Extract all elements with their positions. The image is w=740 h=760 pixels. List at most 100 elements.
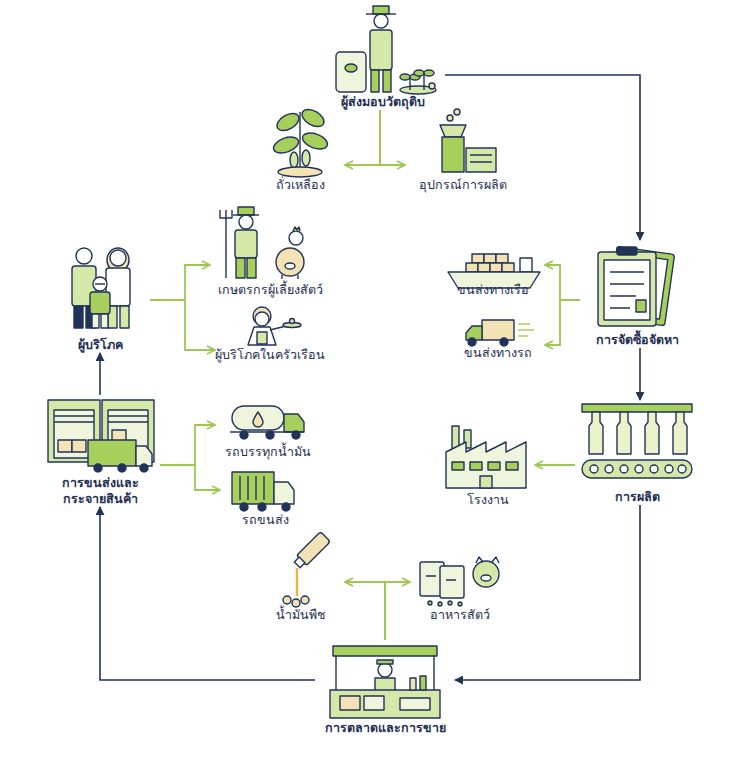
livestock-farmer-part bbox=[247, 258, 256, 278]
oil-bottle-part bbox=[301, 596, 309, 604]
procurement-clipboard-part bbox=[617, 247, 637, 255]
node-label: รถขนส่ง bbox=[242, 512, 289, 528]
family-figure-part bbox=[93, 277, 107, 291]
production-line-part bbox=[582, 460, 692, 478]
market-stall-part bbox=[340, 696, 360, 710]
production-line-part bbox=[617, 412, 631, 454]
livestock-farmer-part bbox=[220, 210, 232, 278]
supplier-figure-part bbox=[429, 83, 435, 89]
transport-truck-part bbox=[258, 503, 266, 511]
delivery-truck-part bbox=[500, 338, 508, 346]
oil-bottle bbox=[283, 532, 330, 607]
branch-arrow bbox=[385, 582, 410, 640]
animal-feed-part bbox=[481, 575, 491, 581]
node-label: ขนส่งทางเรือ bbox=[457, 282, 529, 298]
family-figure-part bbox=[74, 306, 83, 328]
node-label: การตลาดและการขาย bbox=[325, 720, 446, 736]
livestock-farmer-part bbox=[293, 227, 300, 231]
node-label: ผู้ส่งมอบวัตถุดิบ bbox=[341, 94, 425, 110]
node-label: ผู้บริโภคในครัวเรือน bbox=[215, 347, 325, 363]
transport-item: ขนส่งทางรถ bbox=[450, 315, 545, 361]
procurement-clipboard-part bbox=[636, 300, 646, 312]
delivery-truck-part bbox=[468, 338, 476, 346]
market-stall-part bbox=[410, 678, 416, 690]
node-label: ขนส่งทางรถ bbox=[464, 345, 532, 361]
supplier-figure-part bbox=[366, 13, 396, 14]
production-line-part bbox=[645, 412, 659, 454]
customer-item: เกษตรกรผู้เลี้ยงสัตว์ bbox=[210, 205, 330, 298]
marketing-stage: การตลาดและการขาย bbox=[315, 640, 455, 736]
transport-truck-part bbox=[232, 472, 274, 504]
oil-bottle-part bbox=[292, 532, 330, 570]
cargo-ship-part bbox=[478, 263, 490, 272]
factory-building bbox=[446, 426, 526, 488]
household-cook-part bbox=[257, 332, 267, 344]
production-line-part bbox=[673, 412, 687, 454]
cargo-ship-part bbox=[490, 263, 502, 272]
branch-arrow bbox=[160, 465, 220, 490]
equipment-machine-part bbox=[454, 109, 460, 115]
family-figure-part bbox=[90, 292, 110, 314]
animal-feed-part bbox=[426, 576, 456, 580]
flow-arrow bbox=[445, 75, 640, 240]
animal-feed-part bbox=[428, 601, 432, 605]
market-stall-part bbox=[378, 663, 392, 677]
household-cook-part bbox=[290, 319, 295, 324]
branch-arrow bbox=[150, 300, 215, 350]
production-stage: การผลิต bbox=[575, 400, 700, 505]
oil-bottle-part bbox=[296, 568, 299, 596]
supplier-figure-part bbox=[373, 6, 389, 14]
production-line-part bbox=[605, 465, 613, 473]
product-item: อาหารสัตว์ bbox=[410, 540, 510, 623]
vehicle-item: รถขนส่ง bbox=[220, 465, 310, 528]
node-label: น้ำมันพืช bbox=[276, 607, 325, 623]
equipment-machine-part bbox=[470, 155, 492, 162]
equipment-machine-part bbox=[447, 115, 453, 121]
input-item: ถั่วเหลือง bbox=[255, 100, 345, 193]
soybean-plant-part bbox=[278, 167, 322, 177]
tanker-truck-part bbox=[266, 431, 274, 439]
branch-arrow bbox=[545, 300, 580, 345]
node-label: อุปกรณ์การผลิต bbox=[419, 177, 507, 193]
supplier-figure-part bbox=[374, 14, 388, 28]
flow-arrow bbox=[100, 507, 315, 680]
warehouse-part bbox=[88, 440, 136, 466]
branch-arrow bbox=[535, 464, 575, 466]
soybean-plant-part bbox=[290, 152, 298, 168]
procurement-clipboard-part bbox=[598, 252, 656, 326]
production-line-part bbox=[620, 465, 628, 473]
procurement-clipboard bbox=[598, 246, 675, 326]
tanker-truck-part bbox=[253, 412, 263, 427]
flow-arrow bbox=[455, 505, 640, 680]
branch-arrow bbox=[345, 110, 380, 165]
product-item: น้ำมันพืช bbox=[255, 530, 345, 623]
delivery-truck-part bbox=[482, 320, 514, 340]
equipment-machine-part bbox=[440, 125, 466, 137]
animal-feed-part bbox=[458, 602, 462, 606]
warehouse-part bbox=[72, 440, 86, 452]
flow-arrow bbox=[639, 348, 641, 400]
supplier-figure-part bbox=[383, 70, 391, 92]
transport-truck-part bbox=[240, 503, 248, 511]
soybean-plant-part bbox=[299, 112, 300, 172]
cargo-ship-part bbox=[484, 254, 496, 263]
soybean-plant-part bbox=[300, 130, 329, 152]
livestock-farmer bbox=[220, 207, 304, 279]
node-label: โรงงาน bbox=[467, 492, 509, 508]
market-stall-part bbox=[364, 696, 384, 710]
soybean-plant bbox=[271, 106, 329, 177]
market-stall bbox=[330, 646, 440, 718]
animal-feed-part bbox=[440, 566, 464, 598]
transport-truck-part bbox=[240, 476, 264, 500]
oil-bottle-part bbox=[292, 599, 300, 607]
livestock-farmer-part bbox=[285, 263, 295, 269]
tanker-truck-part bbox=[232, 406, 284, 430]
cargo-ship-part bbox=[496, 254, 508, 263]
input-item: อุปกรณ์การผลิต bbox=[405, 100, 520, 193]
node-label: การขนส่งและ กระจายสินค้า bbox=[40, 475, 160, 507]
supplier-stage: ผู้ส่งมอบวัตถุดิบ bbox=[320, 2, 445, 110]
customer-item: ผู้บริโภคในครัวเรือน bbox=[215, 305, 325, 363]
